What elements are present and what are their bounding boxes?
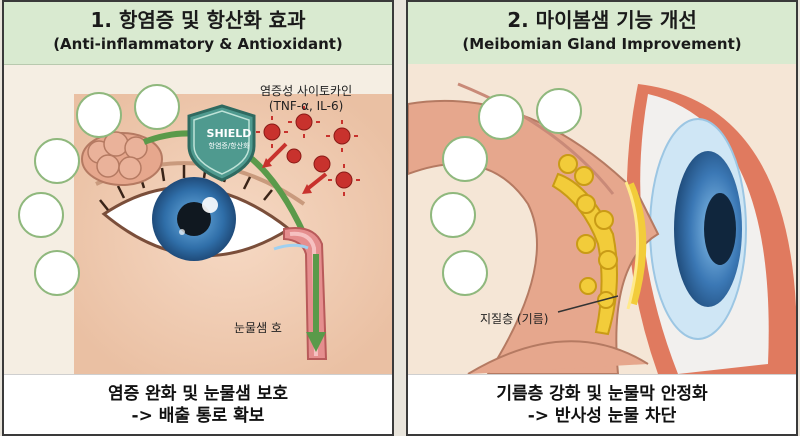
- cytokine-label: 염증성 사이토카인 (TNF-α, IL-6): [260, 84, 353, 113]
- pupil: [704, 193, 736, 265]
- meibomian-gland: [551, 154, 618, 336]
- pupil: [177, 202, 211, 236]
- attack-arrow: [264, 142, 288, 166]
- panel1-footer: 염증 완화 및 눈물샘 보호 -> 배출 통로 확보: [4, 374, 392, 434]
- panel1-subtitle: (Anti-inflammatory & Antioxidant): [53, 35, 343, 53]
- panel2-header: 2. 마이봄샘 기능 개선 (Meibomian Gland Improveme…: [408, 2, 796, 65]
- herb-icon-1: [478, 94, 524, 140]
- lipid-layer: [626, 182, 647, 306]
- panel-anti-inflammatory: 1. 항염증 및 항산화 효과 (Anti-inflammatory & Ant…: [2, 0, 394, 436]
- panel1-title: 1. 항염증 및 항산화 효과: [90, 8, 306, 32]
- panel2-footer-line2: -> 반사성 눈물 차단: [527, 406, 677, 426]
- shield-text: SHIELD 항염증/항산화: [206, 127, 252, 151]
- herb-icon-2: [134, 84, 180, 130]
- panel2-illustration: 지질층 (기름): [408, 64, 796, 374]
- panel1-illustration: SHIELD 항염증/항산화 염증성 사이토카인 (TNF-α, IL-6) 눈…: [4, 64, 392, 374]
- herb-icon-3: [442, 136, 488, 182]
- panel2-subtitle: (Meibomian Gland Improvement): [462, 35, 742, 53]
- lacrimal-gland: [81, 131, 163, 186]
- panel1-footer-line2: -> 배출 통로 확보: [131, 406, 265, 426]
- herb-icon-3: [34, 138, 80, 184]
- panel-meibomian: 2. 마이봄샘 기능 개선 (Meibomian Gland Improveme…: [406, 0, 798, 436]
- eye-highlight: [202, 197, 218, 213]
- panel2-title: 2. 마이봄샘 기능 개선: [507, 8, 697, 32]
- herb-icon-5: [34, 250, 80, 296]
- panel2-footer: 기름층 강화 및 눈물막 안정화 -> 반사성 눈물 차단: [408, 374, 796, 434]
- herb-icon-4: [18, 192, 64, 238]
- panel1-footer-line1: 염증 완화 및 눈물샘 보호: [107, 384, 289, 404]
- shield-emblem: [187, 104, 256, 182]
- lipid-label: 지질층 (기름): [480, 312, 549, 326]
- herb-icon-5: [442, 250, 488, 296]
- herb-icon-1: [76, 92, 122, 138]
- herb-icon-2: [536, 88, 582, 134]
- cytokine-viruses: [263, 113, 353, 189]
- duct-label: 눈물샘 호: [234, 321, 282, 335]
- panel1-header: 1. 항염증 및 항산화 효과 (Anti-inflammatory & Ant…: [4, 2, 392, 65]
- panel2-footer-line1: 기름층 강화 및 눈물막 안정화: [496, 384, 708, 404]
- lipid-pointer: [557, 295, 619, 313]
- herb-icon-4: [430, 192, 476, 238]
